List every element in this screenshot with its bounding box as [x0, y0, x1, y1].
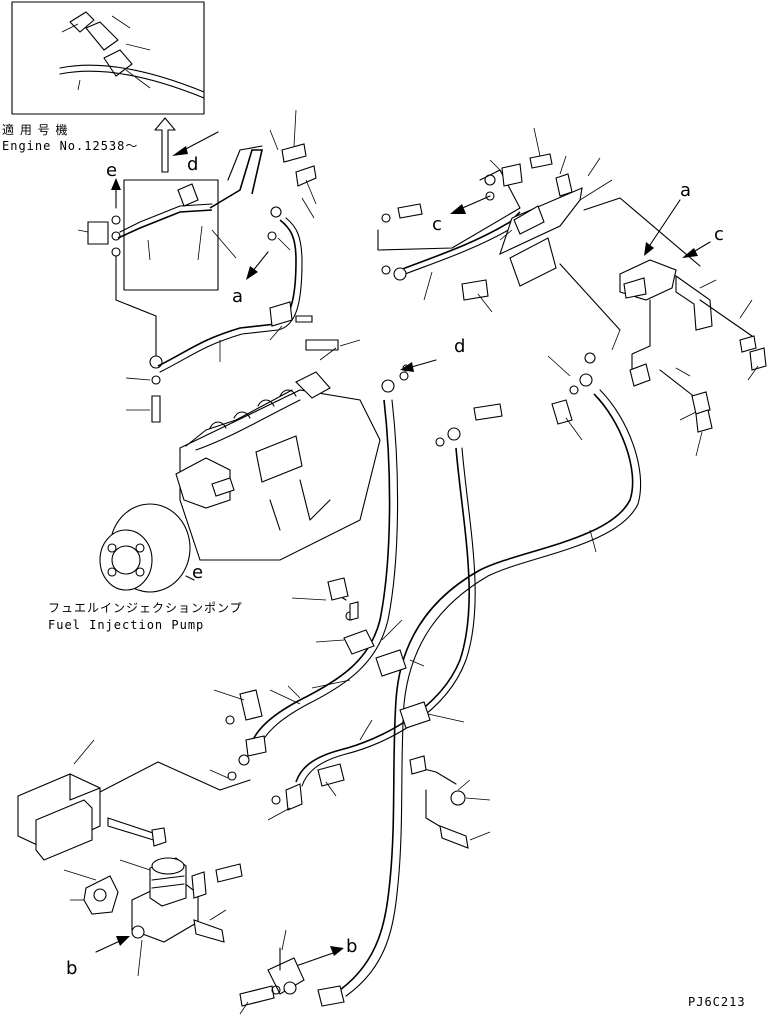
ref-letter-e-upper: e — [106, 160, 117, 181]
upper-right-group — [377, 127, 767, 457]
ref-letter-c-right: c — [714, 224, 724, 245]
ref-letter-d-middle: d — [454, 336, 465, 357]
ref-letter-c-left: c — [432, 214, 442, 235]
arrows-upper-right — [400, 195, 711, 372]
fuel-injection-pump — [99, 371, 381, 593]
ref-letter-d-upper: d — [187, 154, 198, 175]
bottom-connectors — [239, 929, 345, 1015]
ref-letter-b-left: b — [66, 958, 77, 979]
long-fuel-lines — [249, 352, 642, 997]
ref-letter-a-left: a — [232, 286, 243, 307]
inset-caption-en: Engine No.12538～ — [2, 139, 138, 153]
ref-letter-b-right: b — [346, 936, 357, 957]
upper-left-pipe-group — [77, 109, 361, 423]
lower-left-group — [17, 689, 345, 977]
ref-letter-a-right: a — [680, 180, 691, 201]
inset-caption-jp: 適 用 号 機 — [2, 122, 68, 137]
ref-letter-e-lower: e — [192, 562, 203, 583]
arrows-lower — [95, 936, 344, 967]
pump-label-en: Fuel Injection Pump — [48, 618, 204, 632]
pump-label-jp: フュエルインジェクションポンプ — [48, 601, 243, 615]
drawing-code: PJ6C213 — [688, 995, 746, 1009]
lower-center-group — [409, 755, 491, 849]
inset-detail-view: 適 用 号 機 Engine No.12538～ — [2, 1, 205, 173]
